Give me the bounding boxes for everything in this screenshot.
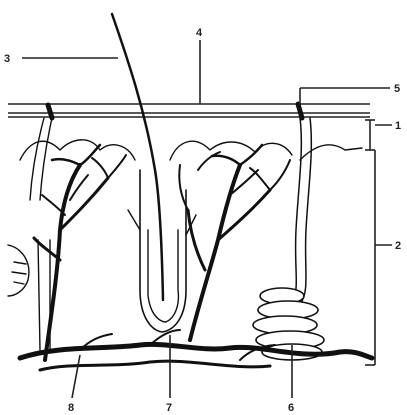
hair-shaft xyxy=(112,14,163,300)
leader-lines xyxy=(22,40,390,398)
label-5: 5 xyxy=(394,83,400,95)
label-1: 1 xyxy=(395,120,401,132)
epidermis-surface xyxy=(8,104,370,117)
blood-vessels-left xyxy=(34,145,126,360)
label-7: 7 xyxy=(166,402,172,414)
label-4: 4 xyxy=(196,27,203,39)
left-edge-structure xyxy=(8,245,29,296)
right-bracket xyxy=(365,120,392,365)
label-2: 2 xyxy=(395,240,401,252)
label-6: 6 xyxy=(288,402,294,414)
label-3: 3 xyxy=(4,53,10,65)
sweat-duct xyxy=(292,104,311,304)
label-8: 8 xyxy=(68,402,74,414)
